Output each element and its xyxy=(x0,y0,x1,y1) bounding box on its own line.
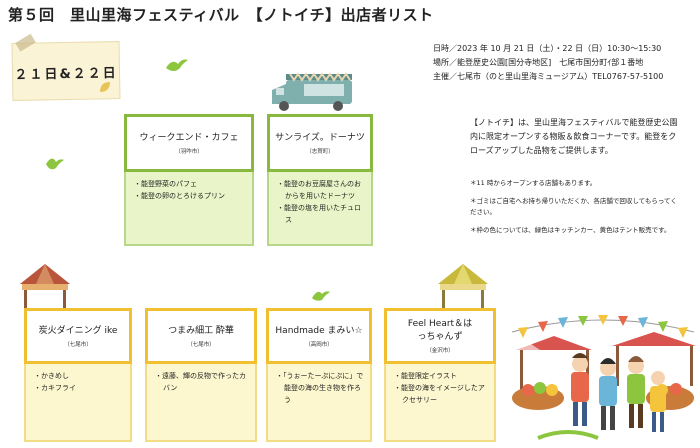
vendor-location: （羽咋市） xyxy=(175,148,203,155)
vendor-card: つまみ細工 酔華 （七尾市） ・遠藤、輝の反物で作ったカバン xyxy=(145,308,257,442)
bird-icon xyxy=(312,291,330,301)
vendor-item: ・能登の卵のとろけるプリン xyxy=(134,192,225,200)
description: 【ノトイチ】は、里山里海フェスティバルで能登歴史公園内に限定オープンする物販＆飲… xyxy=(470,118,678,155)
leaf-icon xyxy=(100,82,110,92)
note-opening: ＊11 時からオープンする店舗もあります。 xyxy=(470,179,597,187)
vendor-header: Feel Heart＆はっちゃんず （金沢市） xyxy=(384,308,496,364)
food-truck-icon xyxy=(272,72,352,111)
tent-icon xyxy=(20,264,70,308)
vendor-name: ウィークエンド・カフェ xyxy=(139,132,239,143)
vendor-item: ・カキフライ xyxy=(34,384,76,392)
event-location: 場所／能登歴史公園[国分寺地区] 七尾市国分町ｲ部１番地 xyxy=(433,58,644,67)
vendor-card: Handmade まみい☆ （高岡市） ・「うぉーたーぷにぷに」で能登の海の生き… xyxy=(266,308,372,442)
vendor-body: ・かきめし ・カキフライ xyxy=(24,364,132,442)
vendor-location: （高岡市） xyxy=(305,341,333,348)
tent-icon xyxy=(438,264,488,308)
event-organizer: 主催／七尾市（のと里山里海ミュージアム）TEL0767-57-5100 xyxy=(433,72,664,81)
vendor-location: （志賀町） xyxy=(306,148,334,155)
vendor-item: ・能登のお豆腐屋さんのおからを用いたドーナツ xyxy=(277,180,361,200)
vendor-item: ・かきめし xyxy=(34,372,69,380)
bird-icon xyxy=(166,59,188,71)
vendor-body: ・能登限定イラスト ・能登の海をイメージしたアクセサリー xyxy=(384,364,496,442)
vendor-card: Feel Heart＆はっちゃんず （金沢市） ・能登限定イラスト ・能登の海を… xyxy=(384,308,496,442)
vendor-body: ・能登のお豆腐屋さんのおからを用いたドーナツ ・能登の塩を用いたチュロス xyxy=(267,172,373,246)
vendor-name: つまみ細工 酔華 xyxy=(168,325,234,336)
notes: ＊11 時からオープンする店舗もあります。 ＊ゴミはご自宅へお持ち帰りいただくか… xyxy=(470,178,680,243)
vendor-item: ・「うぉーたーぷにぷに」で能登の海の生き物を作ろう xyxy=(276,372,364,404)
vendor-item: ・能登の塩を用いたチュロス xyxy=(277,204,361,224)
tape-icon xyxy=(15,33,36,52)
vendor-header: つまみ細工 酔華 （七尾市） xyxy=(145,308,257,364)
vendor-name: Handmade まみい☆ xyxy=(275,325,363,336)
market-people-illustration xyxy=(511,315,696,440)
vendor-body: ・遠藤、輝の反物で作ったカバン xyxy=(145,364,257,442)
vendor-body: ・「うぉーたーぷにぷに」で能登の海の生き物を作ろう xyxy=(266,364,372,442)
vendor-card: ウィークエンド・カフェ （羽咋市） ・能登野菜のパフェ ・能登の卵のとろけるプリ… xyxy=(124,114,254,246)
vendor-card: サンライズ。ドーナツ （志賀町） ・能登のお豆腐屋さんのおからを用いたドーナツ … xyxy=(267,114,373,246)
vendor-name: Feel Heart＆はっちゃんず xyxy=(407,319,473,342)
vendor-name: サンライズ。ドーナツ xyxy=(275,132,365,143)
vendor-name: 炭火ダイニング ike xyxy=(38,325,118,336)
vendor-header: Handmade まみい☆ （高岡市） xyxy=(266,308,372,364)
bird-icon xyxy=(46,158,64,170)
vendor-item: ・能登限定イラスト xyxy=(394,372,457,380)
vendor-location: （七尾市） xyxy=(187,341,215,348)
vendor-item: ・能登の海をイメージしたアクセサリー xyxy=(394,384,485,404)
vendor-header: 炭火ダイニング ike （七尾市） xyxy=(24,308,132,364)
vendor-location: （金沢市） xyxy=(426,348,454,354)
event-info: 日時／2023 年 10 月 21 日（土）・22 日（日）10:30～15:3… xyxy=(433,42,663,84)
vendor-item: ・能登野菜のパフェ xyxy=(134,180,197,188)
vendor-item: ・遠藤、輝の反物で作ったカバン xyxy=(155,372,246,392)
vendor-card: 炭火ダイニング ike （七尾市） ・かきめし ・カキフライ xyxy=(24,308,132,442)
vendor-header: サンライズ。ドーナツ （志賀町） xyxy=(267,114,373,172)
page-title: 第５回 里山里海フェスティバル 【ノトイチ】出店者リスト xyxy=(8,6,434,24)
note-garbage: ＊ゴミはご自宅へお持ち帰りいただくか、各店舗で回収してもらってください。 xyxy=(470,197,677,216)
vendor-body: ・能登野菜のパフェ ・能登の卵のとろけるプリン xyxy=(124,172,254,246)
event-datetime: 日時／2023 年 10 月 21 日（土）・22 日（日）10:30～15:3… xyxy=(433,44,662,53)
note-colors: ＊枠の色については、緑色はキッチンカー、黄色はテント販売です。 xyxy=(470,226,671,234)
vendor-header: ウィークエンド・カフェ （羽咋市） xyxy=(124,114,254,172)
vendor-location: （七尾市） xyxy=(64,341,92,348)
